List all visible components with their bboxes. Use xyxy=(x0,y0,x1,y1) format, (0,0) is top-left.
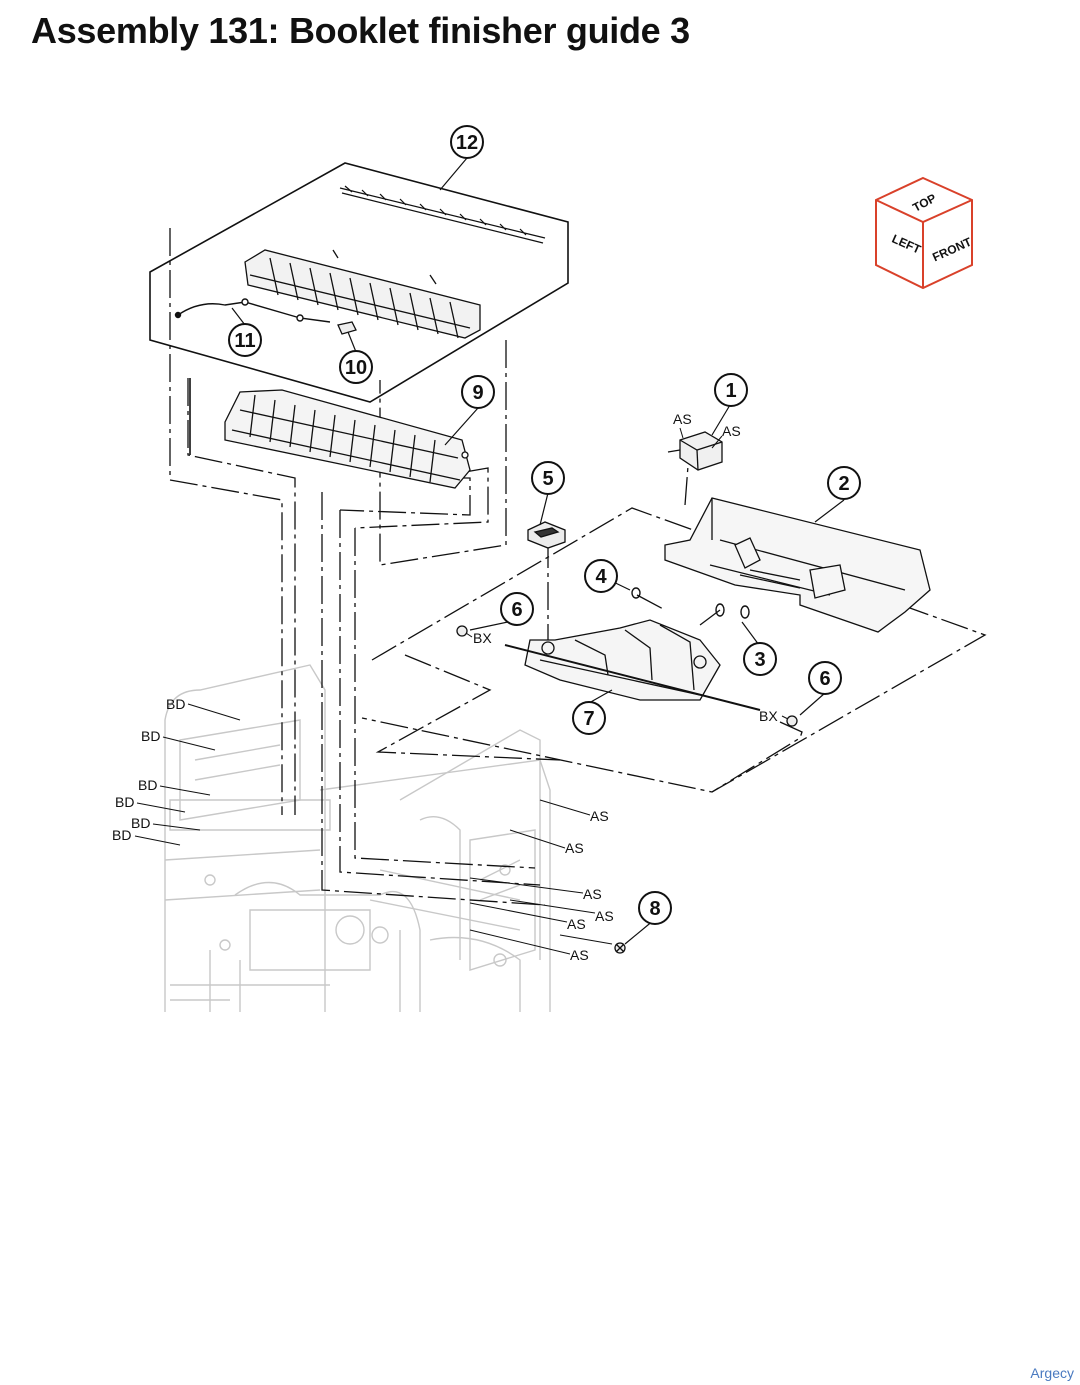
callout-7: 7 xyxy=(572,701,606,735)
label-bd: BD xyxy=(115,794,134,810)
orientation-cube: TOP LEFT FRONT xyxy=(875,176,974,290)
watermark: Argecy xyxy=(1030,1365,1074,1381)
svg-text:4: 4 xyxy=(595,566,607,588)
callout-4: 4 xyxy=(584,559,618,593)
callout-11: 11 xyxy=(228,323,262,357)
callout-3: 3 xyxy=(743,642,777,676)
part-6-e-ring-left xyxy=(456,625,468,637)
label-as: AS xyxy=(590,808,609,824)
label-as: AS xyxy=(673,411,692,427)
assembly-leader-lines xyxy=(169,228,987,906)
label-bx: BX xyxy=(759,708,778,724)
svg-text:2: 2 xyxy=(838,473,849,495)
reference-labels: AS AS BX BX BD BD BD BD BD BD AS AS AS A… xyxy=(112,411,778,963)
svg-text:7: 7 xyxy=(583,708,594,730)
callout-1: 1 xyxy=(714,373,748,407)
svg-text:5: 5 xyxy=(542,468,553,490)
callout-6-left: 6 xyxy=(500,592,534,626)
label-bd: BD xyxy=(112,827,131,843)
callout-10: 10 xyxy=(339,350,373,384)
callout-8: 8 xyxy=(638,891,672,925)
part-10-sensor xyxy=(337,321,357,335)
part-8-screw xyxy=(614,942,626,954)
callout-6-right: 6 xyxy=(808,661,842,695)
svg-text:3: 3 xyxy=(754,649,765,671)
svg-text:6: 6 xyxy=(511,599,522,621)
label-bd: BD xyxy=(141,728,160,744)
callout-2: 2 xyxy=(827,466,861,500)
reference-leaders xyxy=(134,427,789,955)
page-title: Assembly 131: Booklet finisher guide 3 xyxy=(31,10,690,51)
svg-text:8: 8 xyxy=(649,898,660,920)
label-as: AS xyxy=(583,886,602,902)
label-as: AS xyxy=(567,916,586,932)
label-bd: BD xyxy=(166,696,185,712)
label-bd: BD xyxy=(131,815,150,831)
part-2-housing xyxy=(664,497,931,633)
label-as: AS xyxy=(565,840,584,856)
part-12-kit-box xyxy=(149,162,569,455)
svg-text:6: 6 xyxy=(819,668,830,690)
part-6-e-ring-right xyxy=(786,715,798,727)
part-5-sensor-flag xyxy=(527,521,566,549)
svg-text:9: 9 xyxy=(472,382,483,404)
svg-text:10: 10 xyxy=(345,357,367,379)
svg-text:12: 12 xyxy=(456,132,478,154)
part-9-guide xyxy=(224,389,471,489)
finisher-frame-ghost xyxy=(164,664,551,1012)
callout-5: 5 xyxy=(531,461,565,495)
part-12-brush-strip xyxy=(339,185,546,244)
label-as: AS xyxy=(722,423,741,439)
callout-12: 12 xyxy=(450,125,484,159)
part-7-guide-assembly xyxy=(504,619,761,711)
label-as: AS xyxy=(595,908,614,924)
svg-text:11: 11 xyxy=(234,330,255,352)
label-bd: BD xyxy=(138,777,157,793)
part-1-solenoid xyxy=(667,431,723,471)
svg-text:1: 1 xyxy=(725,380,736,402)
label-bx: BX xyxy=(473,630,492,646)
callout-9: 9 xyxy=(461,375,495,409)
part-12-guide xyxy=(244,249,481,339)
part-11-sensor-cable xyxy=(174,298,331,323)
part-4-spring xyxy=(631,587,641,599)
part-3-springs xyxy=(715,603,750,619)
label-as: AS xyxy=(570,947,589,963)
